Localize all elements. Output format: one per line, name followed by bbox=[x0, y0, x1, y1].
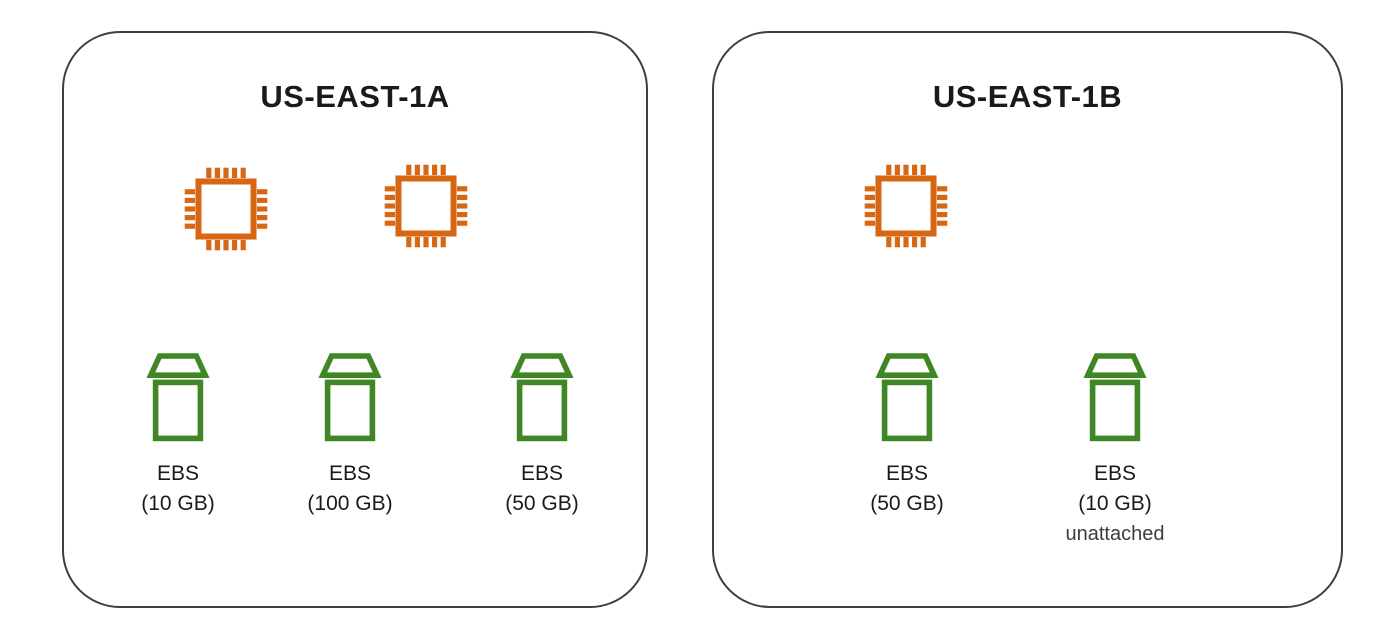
ec2-instance-icon bbox=[183, 166, 269, 252]
ebs-volume-size: (50 GB) bbox=[505, 492, 579, 516]
zone-a-title: US-EAST-1A bbox=[260, 79, 450, 114]
ebs-volume-icon bbox=[138, 352, 218, 444]
ebs-volume-100gb-zone-a: EBS (100 GB) bbox=[270, 352, 430, 520]
ebs-volume-size: (10 GB) bbox=[141, 492, 215, 516]
ebs-volume-50gb-zone-a: EBS (50 GB) bbox=[462, 352, 622, 520]
ebs-volume-note: unattached bbox=[1065, 522, 1165, 545]
ebs-volume-icon bbox=[1075, 352, 1155, 444]
ec2-instance-icon bbox=[383, 163, 469, 249]
ebs-volume-10gb-zone-b: EBS (10 GB) unattached bbox=[1035, 352, 1195, 546]
zone-b-title: US-EAST-1B bbox=[932, 79, 1123, 114]
ebs-volume-icon bbox=[310, 352, 390, 444]
ebs-volume-size: (50 GB) bbox=[870, 492, 944, 516]
ebs-volume-label: EBS bbox=[885, 462, 929, 485]
ebs-volume-label: EBS bbox=[328, 462, 372, 485]
ebs-volume-label: EBS bbox=[156, 462, 200, 485]
availability-zone-a: US-EAST-1A bbox=[62, 31, 648, 608]
ebs-volume-icon bbox=[867, 352, 947, 444]
ebs-volume-size: (100 GB) bbox=[307, 492, 393, 516]
ebs-volume-icon bbox=[502, 352, 582, 444]
availability-zone-b: US-EAST-1B bbox=[712, 31, 1343, 608]
ebs-volume-size: (10 GB) bbox=[1078, 492, 1152, 516]
ebs-volume-label: EBS bbox=[520, 462, 564, 485]
ebs-volume-10gb-zone-a: EBS (10 GB) bbox=[98, 352, 258, 520]
ec2-instance-icon bbox=[863, 163, 949, 249]
ebs-volume-label: EBS bbox=[1093, 462, 1137, 485]
ebs-volume-50gb-zone-b: EBS (50 GB) bbox=[827, 352, 987, 520]
